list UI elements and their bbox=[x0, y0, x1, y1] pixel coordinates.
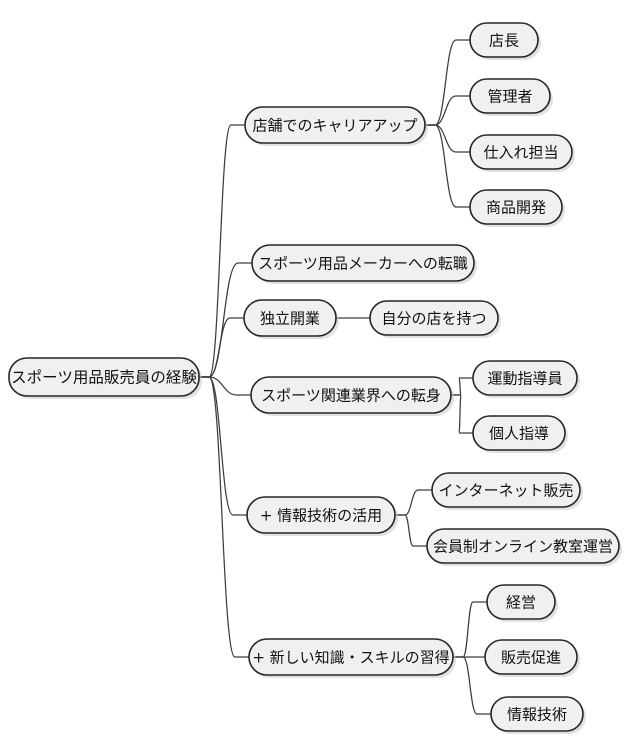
leaf-node-undo-shidoin[interactable]: 運動指導員 bbox=[472, 360, 580, 398]
branch-node-career-up[interactable]: 店舗でのキャリアアップ bbox=[244, 106, 428, 146]
branch-node-maker-tenshoku-label: スポーツ用品メーカーへの転職 bbox=[258, 255, 468, 273]
leaf-node-shohin-kaihatsu-label: 商品開発 bbox=[486, 199, 546, 217]
edge-career-up-to-tencho bbox=[424, 39, 471, 126]
edge-atarashii-chishiki-to-joho-gijutsu bbox=[452, 656, 492, 715]
branch-node-kanren-gyokai-label: スポーツ関連業界への転身 bbox=[261, 387, 441, 405]
branch-node-dokuritsu-kaigyo[interactable]: 独立開業 bbox=[243, 299, 339, 339]
edges-layer bbox=[198, 39, 492, 715]
branch-node-atarashii-chishiki[interactable]: + 新しい知識・スキルの習得 bbox=[248, 638, 456, 678]
edge-career-up-to-shiire bbox=[424, 124, 471, 153]
leaf-node-joho-gijutsu-box bbox=[490, 696, 584, 732]
leaf-node-kanrisha-box bbox=[469, 78, 551, 114]
leaf-node-tencho-box bbox=[469, 22, 539, 58]
leaf-node-hanbai-sokushin-box bbox=[484, 639, 578, 675]
leaf-node-internet-hanbai-box bbox=[431, 472, 581, 508]
leaf-node-jibun-no-mise[interactable]: 自分の店を持つ bbox=[369, 300, 501, 338]
root-node-box bbox=[8, 357, 200, 397]
leaf-node-internet-hanbai[interactable]: インターネット販売 bbox=[431, 472, 583, 510]
leaf-node-hanbai-sokushin[interactable]: 販売促進 bbox=[484, 639, 580, 677]
leaf-node-kaiinsei-online-box bbox=[426, 528, 620, 564]
branch-node-joho-gijutsu-katsuyo-label: + 情報技術の活用 bbox=[260, 507, 382, 525]
edge-root-to-kanren-gyokai bbox=[198, 376, 252, 396]
branch-node-joho-gijutsu-katsuyo-box bbox=[246, 496, 396, 534]
branch-node-dokuritsu-kaigyo-box bbox=[243, 299, 337, 337]
branch-node-maker-tenshoku-box bbox=[251, 244, 475, 282]
leaf-node-undo-shidoin-box bbox=[472, 360, 578, 396]
root-node-label: スポーツ用品販売員の経験 bbox=[11, 369, 197, 387]
leaf-node-kanrisha-label: 管理者 bbox=[487, 88, 532, 106]
leaf-node-tencho[interactable]: 店長 bbox=[469, 22, 541, 60]
leaf-node-shohin-kaihatsu[interactable]: 商品開発 bbox=[469, 189, 565, 227]
branch-node-atarashii-chishiki-label: + 新しい知識・スキルの習得 bbox=[252, 649, 449, 667]
leaf-node-kaiinsei-online[interactable]: 会員制オンライン教室運営 bbox=[426, 528, 622, 566]
branch-node-atarashii-chishiki-box bbox=[248, 638, 454, 676]
edge-joho-gijutsu-katsuyo-to-internet-hanbai bbox=[394, 489, 433, 516]
leaf-node-hanbai-sokushin-label: 販売促進 bbox=[501, 649, 561, 667]
edge-atarashii-chishiki-to-keiei bbox=[452, 601, 488, 658]
edge-kanren-gyokai-to-undo-shidoin bbox=[450, 377, 474, 396]
leaf-node-kanrisha[interactable]: 管理者 bbox=[469, 78, 553, 116]
leaf-node-jibun-no-mise-box bbox=[369, 300, 499, 336]
leaf-node-kojin-shido-label: 個人指導 bbox=[489, 425, 549, 443]
leaf-node-internet-hanbai-label: インターネット販売 bbox=[438, 482, 573, 500]
leaf-node-joho-gijutsu[interactable]: 情報技術 bbox=[490, 696, 586, 734]
leaf-node-keiei[interactable]: 経営 bbox=[486, 584, 558, 622]
leaf-node-shohin-kaihatsu-box bbox=[469, 189, 563, 225]
leaf-node-keiei-box bbox=[486, 584, 556, 620]
leaf-node-joho-gijutsu-label: 情報技術 bbox=[507, 706, 567, 724]
root-node[interactable]: スポーツ用品販売員の経験 bbox=[8, 357, 202, 399]
leaf-node-kojin-shido[interactable]: 個人指導 bbox=[472, 415, 568, 453]
edge-root-to-career-up bbox=[198, 124, 246, 378]
branch-node-maker-tenshoku[interactable]: スポーツ用品メーカーへの転職 bbox=[251, 244, 477, 284]
branch-node-career-up-box bbox=[244, 106, 426, 144]
leaf-node-kaiinsei-online-label: 会員制オンライン教室運営 bbox=[433, 538, 613, 556]
leaf-node-shiire-box bbox=[469, 134, 573, 170]
edge-root-to-joho-gijutsu-katsuyo bbox=[198, 376, 248, 516]
edge-career-up-to-kanrisha bbox=[424, 95, 471, 126]
edge-career-up-to-shohin-kaihatsu bbox=[424, 124, 471, 208]
leaf-node-keiei-label: 経営 bbox=[506, 594, 536, 612]
edge-root-to-dokuritsu-kaigyo bbox=[198, 317, 245, 378]
edge-joho-gijutsu-katsuyo-to-kaiinsei-online bbox=[394, 514, 428, 547]
edge-kanren-gyokai-to-kojin-shido bbox=[450, 394, 474, 434]
leaf-node-shiire-label: 仕入れ担当 bbox=[483, 144, 558, 162]
branch-node-joho-gijutsu-katsuyo[interactable]: + 情報技術の活用 bbox=[246, 496, 398, 536]
leaf-node-undo-shidoin-label: 運動指導員 bbox=[487, 370, 562, 388]
branch-node-career-up-label: 店舗でのキャリアアップ bbox=[252, 117, 417, 135]
nodes-layer: スポーツ用品販売員の経験 店舗でのキャリアアップ 店長管理者仕入れ担当商品開発スポー… bbox=[8, 22, 622, 734]
branch-node-dokuritsu-kaigyo-label: 独立開業 bbox=[260, 310, 320, 328]
branch-node-kanren-gyokai-box bbox=[250, 376, 452, 414]
leaf-node-kojin-shido-box bbox=[472, 415, 566, 451]
leaf-node-jibun-no-mise-label: 自分の店を持つ bbox=[381, 310, 486, 328]
branch-node-kanren-gyokai[interactable]: スポーツ関連業界への転身 bbox=[250, 376, 454, 416]
leaf-node-tencho-label: 店長 bbox=[489, 32, 519, 50]
leaf-node-shiire[interactable]: 仕入れ担当 bbox=[469, 134, 575, 172]
edge-root-to-atarashii-chishiki bbox=[198, 376, 250, 658]
